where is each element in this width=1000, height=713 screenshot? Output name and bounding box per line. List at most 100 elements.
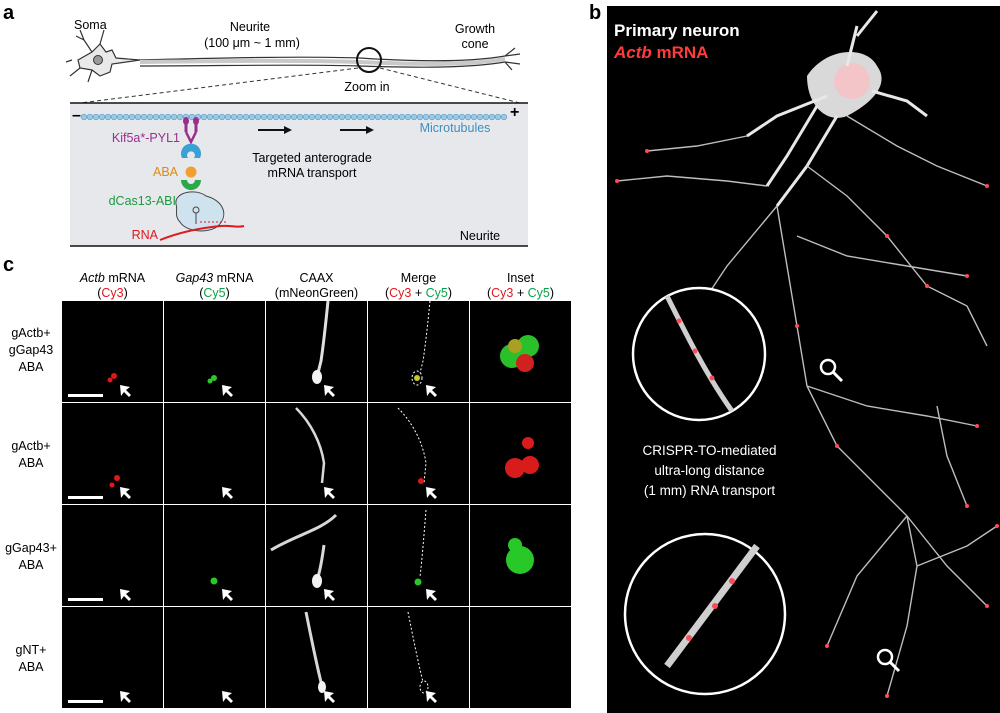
pointer-arrow-icon (324, 691, 335, 703)
microtubule-bead (362, 113, 370, 121)
col-merge-name: Merge (400, 271, 437, 285)
col-inset-dye1: Cy3 (491, 286, 514, 300)
tile-r4-inset (470, 607, 571, 708)
col-gap43-dye: Cy5 (203, 286, 226, 300)
microtubule-bead (284, 113, 292, 121)
microtubule-bead (386, 113, 394, 121)
microtubule-bead (266, 113, 274, 121)
microtubule-bead (488, 113, 496, 121)
microtubule-bead (440, 113, 448, 121)
pointer-arrow-icon (222, 589, 233, 601)
microtubule-bead (290, 113, 298, 121)
dcas-label: dCas13-ABI (108, 194, 176, 208)
col-inset-dye2: Cy5 (527, 286, 550, 300)
tile-r4-caax (266, 607, 367, 708)
col-header-merge: Merge (Cy3 + Cy5) (368, 271, 469, 301)
microtubule-bead (308, 113, 316, 121)
col-header-actb: Actb mRNA (Cy3) (79, 271, 146, 300)
pointer-arrow-icon (120, 589, 131, 601)
microtubule-bead (248, 113, 256, 121)
panel-b-title: Primary neuron Actb mRNA (614, 20, 740, 64)
microtubule-bead (470, 113, 478, 121)
microtubule-bead (134, 113, 142, 121)
microtubule-bead (146, 113, 154, 121)
microtubule-bead (326, 113, 334, 121)
pointer-arrow-icon (324, 487, 335, 499)
microtubule-bead (296, 113, 304, 121)
tile-r4-merge (368, 607, 469, 708)
panel-b-gene-suffix: mRNA (651, 43, 709, 62)
microtubule-bead (158, 113, 166, 121)
tile-r2-merge (368, 403, 469, 504)
pointer-arrow-icon (426, 691, 437, 703)
microtubule-bead (128, 113, 136, 121)
microtubule-bead (104, 113, 112, 121)
microtubule-bead (230, 113, 238, 121)
panel-b-letter: b (589, 2, 602, 24)
microtubule-bead (116, 113, 124, 121)
microtubule-bead (188, 113, 196, 121)
microtubule-bead (320, 113, 328, 121)
col-header-inset: Inset (Cy3 + Cy5) (470, 271, 571, 301)
microtubule-bead (500, 113, 508, 121)
microtubule-bead (278, 113, 286, 121)
col-header-gap43: Gap43 mRNA (Cy5) (175, 271, 254, 300)
panel-b-gene: Actb (614, 43, 652, 62)
microtubule-bead (338, 113, 346, 121)
row-label-4: gNT+ ABA (15, 643, 47, 674)
row-label-1: gActb+ gGap43 ABA (8, 326, 54, 374)
zoom-label: Zoom in (344, 80, 390, 94)
col-actb-suffix: mRNA (104, 271, 146, 285)
microtubule-bead (404, 113, 412, 121)
tile-r3-merge (368, 505, 469, 606)
tile-r1-gap43 (164, 301, 265, 402)
caption-line3: (1 mm) RNA transport (643, 483, 776, 498)
microtubule-bead (218, 113, 226, 121)
panel-b-title-line2: Actb mRNA (614, 42, 740, 64)
microtubule-bead (452, 113, 460, 121)
soma-label: Soma (74, 18, 107, 32)
neuron-schematic (65, 29, 528, 247)
microtubule-bead (458, 113, 466, 121)
scale-bar (68, 496, 103, 499)
microtubule-bead (356, 113, 364, 121)
microtubule-bead (206, 113, 214, 121)
microtubule-bead (446, 113, 454, 121)
row-label-3: gGap43+ ABA (5, 541, 57, 572)
panel-c-letter: c (3, 254, 15, 276)
microtubule-bead (422, 113, 430, 121)
microtubule-bead (476, 113, 484, 121)
microtubule-bead (140, 113, 148, 121)
microtubule-bead (344, 113, 352, 121)
neurite-length: (100 μm ~ 1 mm) (204, 36, 300, 50)
microtubule-bead (260, 113, 268, 121)
microtubule-bead (176, 113, 184, 121)
microtubule-bead (332, 113, 340, 121)
microtubule-bead (398, 113, 406, 121)
tile-r3-actb (62, 505, 163, 606)
pointer-arrow-icon (222, 691, 233, 703)
microtubule-bead (434, 113, 442, 121)
tile-r3-gap43 (164, 505, 265, 606)
microtubule-bead (80, 113, 88, 121)
scale-bar (68, 598, 103, 601)
microtubule-bead (254, 113, 262, 121)
tile-r1-caax (266, 301, 367, 402)
microtubule-bead (98, 113, 106, 121)
microtubule-bead (242, 113, 250, 121)
tile-r4-gap43 (164, 607, 265, 708)
microtubule-bead (200, 113, 208, 121)
pointer-arrow-icon (120, 487, 131, 499)
col-caax-name: CAAX (299, 271, 334, 285)
pointer-arrow-icon (222, 385, 233, 397)
pointer-arrow-icon (426, 589, 437, 601)
panel-a-letter: a (3, 2, 15, 24)
tile-r3-inset (470, 505, 571, 606)
microtubule-bead (302, 113, 310, 121)
tile-r1-actb (62, 301, 163, 402)
microtubule-bead (416, 113, 424, 121)
microtubule-bead (392, 113, 400, 121)
neurite-title: Neurite (229, 20, 271, 34)
magnifier-icon (876, 648, 901, 673)
caption-line2: ultra-long distance (654, 463, 765, 478)
